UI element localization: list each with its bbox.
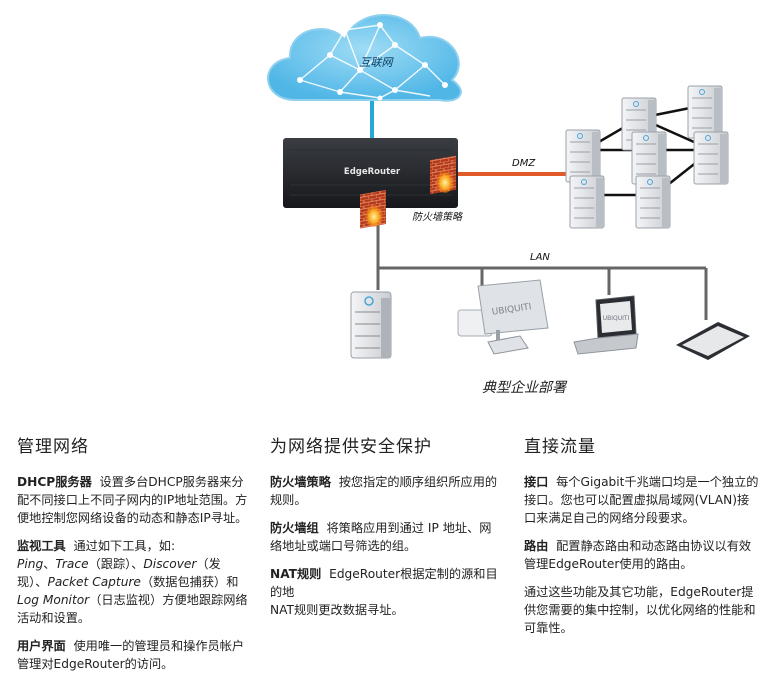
paragraph-interfaces: 接口 每个Gigabit千兆端口均是一个独立的接口。您也可以配置虚拟局域网(VL… — [524, 475, 759, 525]
firewall-policy-label: 防火墙策略 — [412, 211, 463, 223]
server-tower-icon — [687, 85, 723, 139]
dmz-server-cluster — [565, 85, 729, 229]
desktop-computer-icon: UBIQUITI — [457, 279, 549, 355]
paragraph-firewall-group: 防火墙组 将策略应用到通过 IP 地址、网络地址或端口号筛选的组。 — [270, 521, 492, 553]
column-title: 为网络提供安全保护 — [270, 437, 432, 457]
network-deployment-diagram: 互联网 EdgeRouter 防火墙策略 DMZ LAN — [267, 14, 750, 396]
lan-label: LAN — [530, 252, 550, 263]
column-title: 管理网络 — [17, 437, 89, 457]
column-direct-traffic: 直接流量 接口 每个Gigabit千兆端口均是一个独立的接口。您也可以配置虚拟局… — [524, 432, 760, 647]
firewall-icon-dmz — [430, 155, 456, 195]
internet-label: 互联网 — [360, 56, 395, 69]
server-tower-icon — [693, 131, 729, 185]
paragraph-firewall-policy: 防火墙策略 按您指定的顺序组织所应用的规则。 — [270, 475, 498, 507]
edgerouter-device: EdgeRouter — [283, 138, 458, 208]
server-tower-icon — [635, 175, 671, 229]
column-title: 直接流量 — [524, 437, 596, 457]
paragraph-summary: 通过这些功能及其它功能，EdgeRouter提供您需要的集中控制，以优化网络的性… — [524, 585, 756, 635]
paragraph-user-interface: 用户界面 使用唯一的管理员和操作员帐户管理对EdgeRouter的访问。 — [17, 639, 245, 671]
dmz-label: DMZ — [512, 158, 536, 169]
laptop-icon: UBIQUITI — [573, 295, 639, 355]
column-manage-network: 管理网络 DHCP服务器 设置多台DHCP服务器来分配不同接口上不同子网内的IP… — [17, 432, 249, 683]
firewall-icon-lan — [360, 189, 386, 229]
paragraph-monitor-tools: 监视工具 通过如下工具，如: Ping、Trace（跟踪）、Discover（发… — [17, 539, 248, 625]
lan-server-rack-icon — [350, 291, 392, 359]
paragraph-dhcp: DHCP服务器 设置多台DHCP服务器来分配不同接口上不同子网内的IP地址范围。… — [17, 475, 248, 525]
paragraph-nat-rules: NAT规则 EdgeRouter根据定制的源和目的地 NAT规则更改数据寻址。 — [270, 567, 498, 617]
diagram-caption: 典型企业部署 — [482, 380, 568, 396]
server-tower-icon — [569, 175, 605, 229]
paragraph-routing: 路由 配置静态路由和动态路由协议以有效管理EdgeRouter使用的路由。 — [524, 539, 752, 571]
column-secure-network: 为网络提供安全保护 防火墙策略 按您指定的顺序组织所应用的规则。 防火墙组 将策… — [270, 432, 502, 629]
internet-cloud-icon: 互联网 — [267, 14, 462, 102]
router-brand-label: EdgeRouter — [344, 167, 401, 177]
laptop-brand-label: UBIQUITI — [603, 315, 630, 322]
server-tower-icon — [565, 129, 601, 183]
tablet-icon — [676, 322, 750, 360]
